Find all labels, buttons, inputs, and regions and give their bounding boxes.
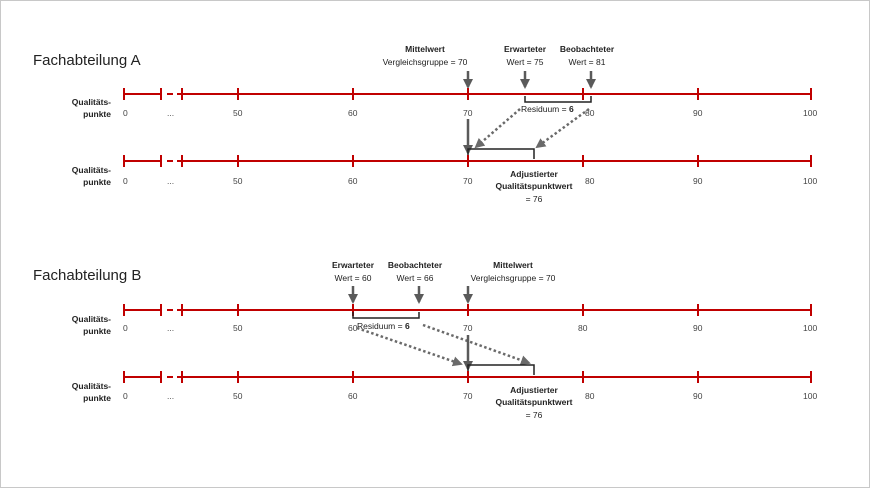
tick-label: 80 <box>585 108 595 118</box>
section-b-observed-label: Beobachteter Wert = 66 <box>388 260 443 283</box>
row-label: punkte <box>83 393 111 403</box>
svg-text:Qualitätspunktwert: Qualitätspunktwert <box>496 397 573 407</box>
row-label: punkte <box>83 109 111 119</box>
section-a-axis-2: Qualitäts- punkte 0 ... 50 60 70 80 90 1… <box>72 155 817 187</box>
tick-label: 90 <box>693 391 703 401</box>
row-label: Qualitäts- <box>72 165 111 175</box>
section-a-residual-bracket <box>524 96 592 103</box>
tick-label: 0 <box>123 323 128 333</box>
tick-label: 80 <box>585 391 595 401</box>
section-b-residual-label: Residuum = 6 <box>357 321 410 331</box>
svg-text:Mittelwert: Mittelwert <box>493 260 533 270</box>
row-label: Qualitäts- <box>72 381 111 391</box>
section-b-residual-bracket <box>352 312 420 319</box>
tick-label: ... <box>167 176 174 186</box>
svg-text:Beobachteter: Beobachteter <box>388 260 443 270</box>
section-b-title: Fachabteilung B <box>33 267 141 284</box>
tick-label: ... <box>167 391 174 401</box>
tick-label: 100 <box>803 108 817 118</box>
section-b-adjusted-label: Adjustierter Qualitätspunktwert = 76 <box>496 385 573 420</box>
svg-text:= 76: = 76 <box>526 194 543 204</box>
tick-label: ... <box>167 323 174 333</box>
section-a-observed-label: Beobachteter Wert = 81 <box>560 44 615 67</box>
section-a-residual-label: Residuum = 6 <box>521 104 574 114</box>
section-a-axis-1: Qualitäts- punkte 0 ... 50 60 70 80 90 1… <box>72 88 817 119</box>
svg-text:Vergleichsgruppe = 70: Vergleichsgruppe = 70 <box>471 273 556 283</box>
section-b-shift-arrow-left <box>356 326 463 367</box>
tick-label: 100 <box>803 323 817 333</box>
tick-label: 70 <box>463 108 473 118</box>
row-label: Qualitäts- <box>72 314 111 324</box>
svg-text:Wert = 81: Wert = 81 <box>569 57 606 67</box>
tick-label: 50 <box>233 391 243 401</box>
tick-label: 70 <box>463 391 473 401</box>
tick-label: 90 <box>693 108 703 118</box>
section-a-expected-label: Erwarteter Wert = 75 <box>504 44 547 67</box>
tick-label: 60 <box>348 176 358 186</box>
svg-text:= 76: = 76 <box>526 410 543 420</box>
svg-text:Vergleichsgruppe = 70: Vergleichsgruppe = 70 <box>383 57 468 67</box>
tick-label: 60 <box>348 391 358 401</box>
svg-text:Adjustierter: Adjustierter <box>510 169 558 179</box>
svg-text:Qualitätspunktwert: Qualitätspunktwert <box>496 181 573 191</box>
svg-text:Beobachteter: Beobachteter <box>560 44 615 54</box>
section-b: Fachabteilung B Erwarteter Wert = 60 Beo… <box>33 260 817 420</box>
section-a-adjusted-label: Adjustierter Qualitätspunktwert = 76 <box>496 169 573 204</box>
section-a-adjusted-bracket <box>467 148 535 159</box>
tick-label: 0 <box>123 391 128 401</box>
tick-label: 0 <box>123 176 128 186</box>
tick-label: 50 <box>233 176 243 186</box>
tick-label: 50 <box>233 108 243 118</box>
svg-text:Adjustierter: Adjustierter <box>510 385 558 395</box>
section-a-shift-arrow-right <box>535 107 590 149</box>
section-b-shift-arrow-right <box>422 323 531 366</box>
tick-label: 70 <box>463 323 473 333</box>
section-a-mean-label: Mittelwert Vergleichsgruppe = 70 <box>383 44 468 67</box>
section-b-adjusted-bracket <box>467 364 535 375</box>
section-b-axis-2: Qualitäts- punkte 0 ... 50 60 70 80 90 1… <box>72 371 817 403</box>
svg-text:Wert = 75: Wert = 75 <box>507 57 544 67</box>
section-a-title: Fachabteilung A <box>33 52 141 69</box>
svg-text:Wert = 66: Wert = 66 <box>397 273 434 283</box>
tick-label: 50 <box>233 323 243 333</box>
section-b-mean-label: Mittelwert Vergleichsgruppe = 70 <box>471 260 556 283</box>
section-b-expected-label: Erwarteter Wert = 60 <box>332 260 375 283</box>
row-label: Qualitäts- <box>72 97 111 107</box>
tick-label: 70 <box>463 176 473 186</box>
tick-label: 0 <box>123 108 128 118</box>
tick-label: 80 <box>578 323 588 333</box>
tick-label: 80 <box>585 176 595 186</box>
tick-label: 100 <box>803 391 817 401</box>
section-b-axis-1: Qualitäts- punkte 0 ... 50 60 70 80 90 1… <box>72 304 817 336</box>
tick-label: 100 <box>803 176 817 186</box>
tick-label: 60 <box>348 323 358 333</box>
svg-text:Wert = 60: Wert = 60 <box>335 273 372 283</box>
svg-text:Mittelwert: Mittelwert <box>405 44 445 54</box>
tick-label: 90 <box>693 176 703 186</box>
row-label: punkte <box>83 326 111 336</box>
svg-text:Erwarteter: Erwarteter <box>504 44 547 54</box>
svg-text:Erwarteter: Erwarteter <box>332 260 375 270</box>
section-a: Fachabteilung A Mittelwert Vergleichsgru… <box>33 44 817 204</box>
row-label: punkte <box>83 177 111 187</box>
section-a-shift-arrow-left <box>474 108 521 149</box>
tick-label: 60 <box>348 108 358 118</box>
tick-label: ... <box>167 108 174 118</box>
tick-label: 90 <box>693 323 703 333</box>
